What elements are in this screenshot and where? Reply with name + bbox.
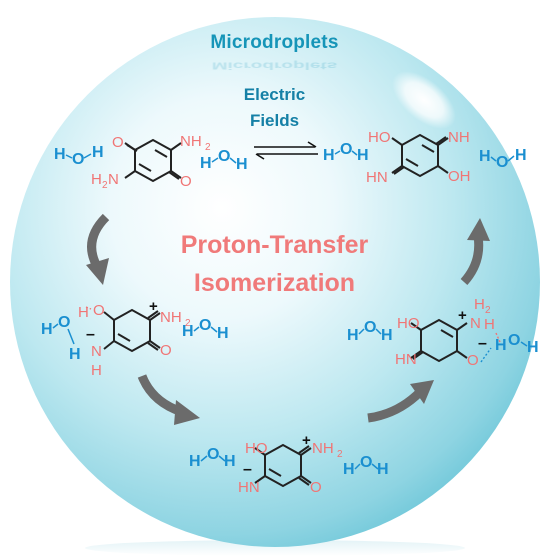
water-o: O — [496, 154, 508, 171]
atom-o: O — [310, 479, 322, 496]
water-o: O — [508, 332, 520, 349]
subscript-2: 2 — [337, 449, 343, 460]
water-h: H — [41, 321, 53, 338]
group-nh2: NH — [180, 133, 202, 150]
label-electric: Electric — [243, 85, 306, 104]
water-h: H — [343, 461, 355, 478]
subscript-2: 2 — [485, 305, 491, 316]
water-h: H — [495, 337, 507, 354]
water-h: H — [69, 346, 81, 363]
label-fields: Fields — [249, 111, 300, 130]
atom-n: N — [91, 343, 102, 360]
subscript-2: 2 — [205, 142, 211, 153]
atom-o: O — [112, 134, 124, 151]
water-h: H — [515, 147, 527, 164]
charge-plus: + — [458, 307, 467, 324]
cycle-arrow-bottom-left-head — [174, 400, 200, 425]
water-o: O — [364, 319, 376, 336]
atom-o: O — [160, 342, 172, 359]
equilibrium-arrows — [254, 141, 318, 160]
water-o: O — [340, 141, 352, 158]
group-hn: HN — [395, 351, 417, 368]
group-ho: HO — [368, 129, 391, 146]
subscript-2: 2 — [102, 180, 108, 191]
group-nh: NH — [448, 129, 470, 146]
atom-h: H — [484, 316, 495, 333]
charge-minus: – — [478, 335, 487, 352]
group-nh2: NH — [160, 309, 182, 326]
water-h: H — [381, 327, 393, 344]
subscript-2: 2 — [185, 318, 191, 329]
atom-o: O — [467, 352, 479, 369]
group-nh2: NH — [312, 440, 334, 457]
water-h: H — [217, 325, 229, 342]
molecule-diaminoquinone: O O NH 2 H 2 N — [91, 133, 211, 191]
water-h: H — [200, 155, 212, 172]
droplet-shadow — [85, 540, 465, 556]
charge-plus: + — [149, 298, 158, 315]
charge-minus: – — [86, 326, 95, 343]
molecule-zwitterion-3: HO NH 2 O HN + – — [238, 432, 343, 496]
label-isomerization: Isomerization — [193, 269, 356, 297]
water-h: H — [224, 453, 236, 470]
atom-n: N — [108, 171, 119, 188]
group-hn: HN — [366, 169, 388, 186]
water-h: H — [479, 148, 491, 165]
group-ho: HO — [245, 440, 268, 457]
water-o: O — [58, 314, 70, 331]
water-h: H — [377, 461, 389, 478]
charge-plus: + — [302, 432, 311, 449]
water-molecules: H O H H O H H O H H O H H O H H O H H — [41, 141, 539, 478]
water-o: O — [207, 446, 219, 463]
atom-o: O — [93, 302, 105, 319]
group-hn: HN — [238, 479, 260, 496]
cycle-arrow-right-up-head — [467, 218, 490, 241]
atom-n: N — [470, 315, 481, 332]
water-h: H — [527, 339, 539, 356]
droplet-highlight — [392, 71, 456, 129]
water-o: O — [218, 148, 230, 165]
water-h: H — [189, 453, 201, 470]
group-h2n: H — [91, 171, 102, 188]
droplet-sphere — [10, 17, 540, 547]
water-h: H — [323, 147, 335, 164]
title-reflection: Microdroplets — [211, 59, 338, 72]
group-ho: HO — [397, 315, 420, 332]
atom-h: H — [91, 362, 102, 379]
water-o: O — [360, 454, 372, 471]
cycle-arrow-bottom-right-head — [410, 380, 434, 404]
water-h: H — [236, 156, 248, 173]
water-h: H — [357, 147, 369, 164]
label-proton-transfer: Proton-Transfer — [180, 231, 369, 259]
cycle-arrow-bottom-right — [367, 388, 424, 423]
title-microdroplets: Microdroplets — [210, 32, 339, 53]
cycle-arrow-left-down-head — [86, 258, 109, 285]
molecule-diiminodiol: HO OH NH HN — [366, 129, 471, 186]
water-o: O — [199, 317, 211, 334]
hydrogen-bond-h: H — [78, 304, 89, 321]
molecule-zwitterion-1: O O NH 2 N H H + – — [78, 298, 191, 379]
water-h: H — [54, 146, 66, 163]
molecule-zwitterion-2: HO HN O N H 2 H + – — [395, 296, 501, 369]
water-h: H — [347, 327, 359, 344]
atom-h: H — [474, 296, 485, 313]
water-o: O — [72, 151, 84, 168]
water-h: H — [182, 323, 194, 340]
water-h: H — [92, 144, 104, 161]
atom-o: O — [180, 173, 192, 190]
group-oh: OH — [448, 168, 471, 185]
charge-minus: – — [243, 461, 252, 478]
